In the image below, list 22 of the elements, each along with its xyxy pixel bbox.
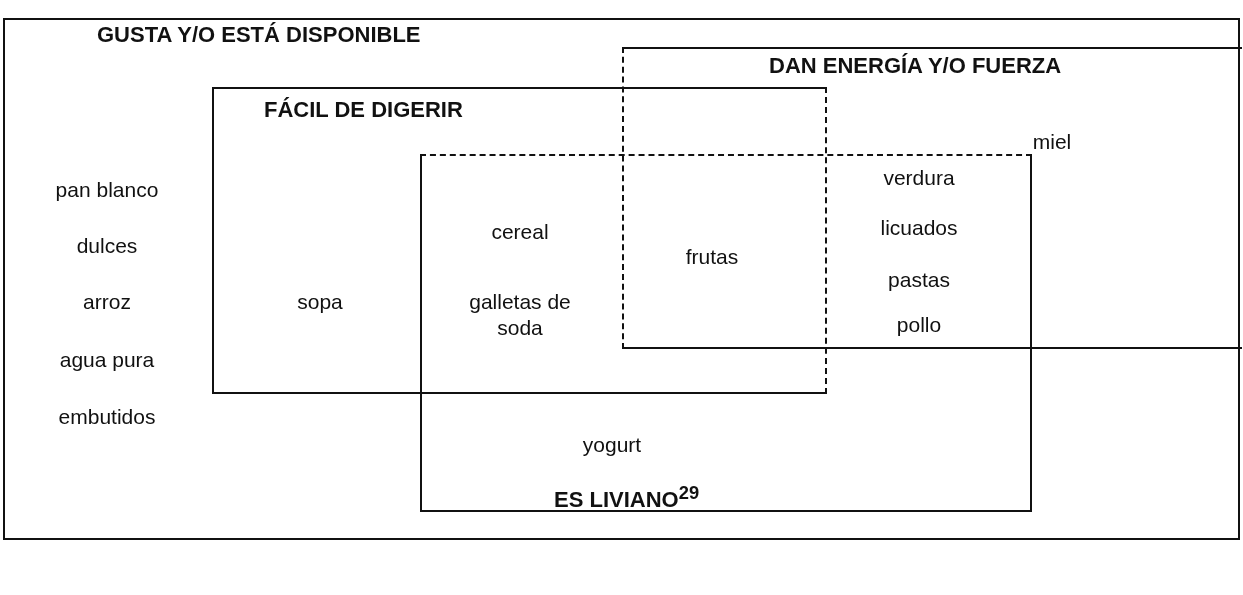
- food-label: dulces: [76, 232, 138, 259]
- food-label: licuados: [880, 214, 958, 241]
- food-label: verdura: [883, 164, 955, 191]
- set-title: DAN ENERGÍA Y/O FUERZA: [769, 53, 1062, 79]
- food-label: yogurt: [582, 431, 642, 458]
- food-label: arroz: [83, 288, 131, 315]
- food-label: miel: [1032, 128, 1072, 155]
- set-rectangle: [3, 18, 1240, 540]
- food-label: cereal: [491, 218, 549, 245]
- set-rectangle: [420, 154, 1032, 512]
- food-label: galletas de soda: [468, 288, 572, 341]
- food-label: embutidos: [58, 403, 156, 430]
- set-title: GUSTA Y/O ESTÁ DISPONIBLE: [97, 22, 421, 48]
- food-label: pollo: [896, 311, 942, 338]
- set-rectangle: [212, 87, 827, 394]
- set-title: FÁCIL DE DIGERIR: [264, 97, 463, 123]
- food-label: agua pura: [59, 346, 155, 373]
- food-label: frutas: [685, 243, 739, 270]
- food-label: sopa: [297, 288, 343, 315]
- food-label: pastas: [888, 266, 950, 293]
- set-title: ES LIVIANO$^{29}$: [554, 482, 700, 514]
- food-label: pan blanco: [55, 176, 159, 203]
